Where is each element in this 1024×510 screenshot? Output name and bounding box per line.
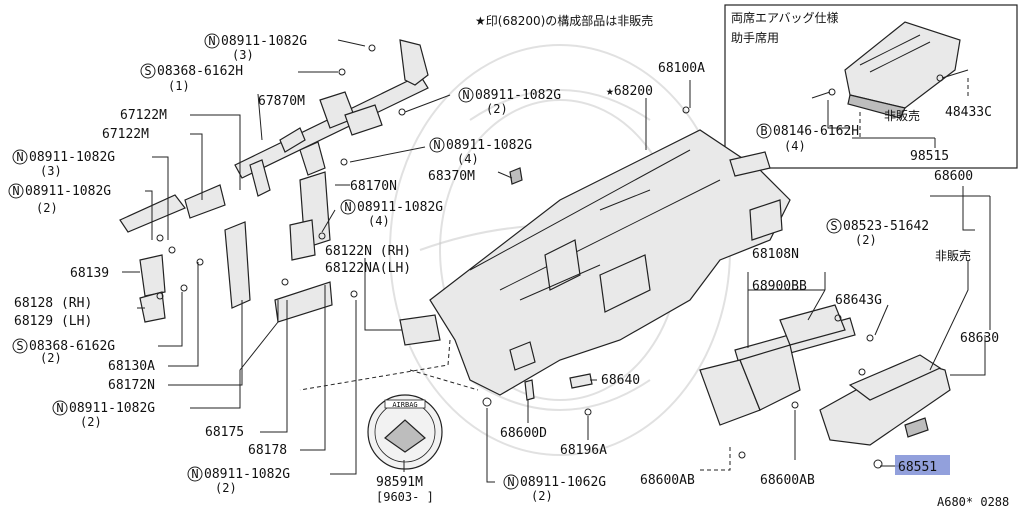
label-qty: (2) xyxy=(486,102,508,116)
label-68129: 68129 (LH) xyxy=(14,314,92,329)
prefix-n: N xyxy=(344,200,351,214)
label-qty: (2) xyxy=(40,351,62,365)
label-qty: (2) xyxy=(36,201,58,215)
label-68172N: 68172N xyxy=(108,378,155,393)
label-68551: 68551 xyxy=(898,460,937,475)
label-qty: (2) xyxy=(215,481,237,495)
prefix-n: N xyxy=(507,475,514,489)
label-48433C: 48433C xyxy=(945,105,992,120)
label-qty: (4) xyxy=(368,214,390,228)
inset-title-1: 両席エアバッグ仕様 xyxy=(731,10,839,25)
prefix-n: N xyxy=(16,150,23,164)
label-68643G: 68643G xyxy=(835,293,882,308)
label-68600D: 68600D xyxy=(500,426,547,441)
label-68200: ★68200 xyxy=(606,84,653,99)
label-08523-51642: 08523-51642 xyxy=(843,219,929,234)
label-08911-1082G: 08911-1082G xyxy=(357,200,443,215)
prefix-s: S xyxy=(16,339,23,353)
label-qty: (2) xyxy=(531,489,553,503)
label-68108N: 68108N xyxy=(752,247,799,262)
left-brackets xyxy=(119,158,441,346)
label-68128: 68128 (RH) xyxy=(14,296,92,311)
label-qty: (3) xyxy=(232,48,254,62)
label-68122NA: 68122NA(LH) xyxy=(325,261,411,276)
label-08911-1082G: 08911-1082G xyxy=(221,34,307,49)
prefix-s: S xyxy=(144,64,151,78)
prefix-n: N xyxy=(208,34,215,48)
label-67122M: 67122M xyxy=(102,127,149,142)
label-08368-6162H: 08368-6162H xyxy=(157,64,243,79)
label-08911-1062G: 08911-1062G xyxy=(520,475,606,490)
instrument-panel xyxy=(429,106,791,396)
label-68178: 68178 xyxy=(248,443,287,458)
label-68600: 68600 xyxy=(934,169,973,184)
prefix-s: S xyxy=(830,219,837,233)
label-hinanbai: 非販売 xyxy=(935,248,971,263)
star-note: ★印(68200)の構成部品は非販売 xyxy=(475,13,653,28)
label-68600AB: 68600AB xyxy=(760,473,815,488)
label-hinanbai: 非販売 xyxy=(884,108,920,123)
airbag-badge: AIRBAG xyxy=(367,394,443,470)
label-08911-1082G: 08911-1082G xyxy=(25,184,111,199)
label-08146-6162H: 08146-6162H xyxy=(773,124,859,139)
label-68139: 68139 xyxy=(70,266,109,281)
label-08911-1082G: 08911-1082G xyxy=(475,88,561,103)
label-qty: (2) xyxy=(80,415,102,429)
leader-lines xyxy=(122,39,991,483)
label-68100A: 68100A xyxy=(658,61,705,76)
label-08911-1082G: 08911-1082G xyxy=(69,401,155,416)
label-68370M: 68370M xyxy=(428,169,475,184)
label-qty: (1) xyxy=(168,79,190,93)
small-parts xyxy=(156,167,593,416)
revision-code: A680* 0288 xyxy=(937,495,1009,509)
label-qty: (4) xyxy=(784,139,806,153)
label-qty: (2) xyxy=(855,233,877,247)
prefix-b: B xyxy=(760,124,767,138)
prefix-n: N xyxy=(433,138,440,152)
label-68630: 68630 xyxy=(960,331,999,346)
label-98591M: 98591M xyxy=(376,475,423,490)
label-98515: 98515 xyxy=(910,149,949,164)
prefix-n: N xyxy=(462,88,469,102)
label-68640: 68640 xyxy=(601,373,640,388)
prefix-n: N xyxy=(12,184,19,198)
label-qty: (3) xyxy=(40,164,62,178)
label-68122N: 68122N (RH) xyxy=(325,244,411,259)
label-68900BB: 68900BB xyxy=(752,279,807,294)
prefix-n: N xyxy=(56,401,63,415)
label-67870M: 67870M xyxy=(258,94,305,109)
steering-member xyxy=(234,39,429,197)
label-68175: 68175 xyxy=(205,425,244,440)
label-68130A: 68130A xyxy=(108,359,155,374)
inset-airbag-box xyxy=(724,4,1018,169)
glove-box-lid xyxy=(699,304,874,426)
label-67122M: 67122M xyxy=(120,108,167,123)
glove-box-outer xyxy=(738,354,951,469)
label-08911-1082G: 08911-1082G xyxy=(446,138,532,153)
label-68600AB: 68600AB xyxy=(640,473,695,488)
text-labels: ★印(68200)の構成部品は非販売 両席エアバッグ仕様 助手席用 A680* … xyxy=(8,10,1009,509)
label-9603: [9603- ] xyxy=(376,490,434,504)
label-08911-1082G: 08911-1082G xyxy=(204,467,290,482)
highlight-68551 xyxy=(895,455,950,475)
label-68170N: 68170N xyxy=(350,179,397,194)
circle-prefix-group: N S N N N S N N N S B N N xyxy=(8,33,842,490)
label-08368-6162G: 08368-6162G xyxy=(29,339,115,354)
label-qty: (4) xyxy=(457,152,479,166)
prefix-n: N xyxy=(191,467,198,481)
inset-title-2: 助手席用 xyxy=(731,30,779,45)
badge-text: AIRBAG xyxy=(392,401,417,409)
label-08911-1082G: 08911-1082G xyxy=(29,150,115,165)
label-68196A: 68196A xyxy=(560,443,607,458)
